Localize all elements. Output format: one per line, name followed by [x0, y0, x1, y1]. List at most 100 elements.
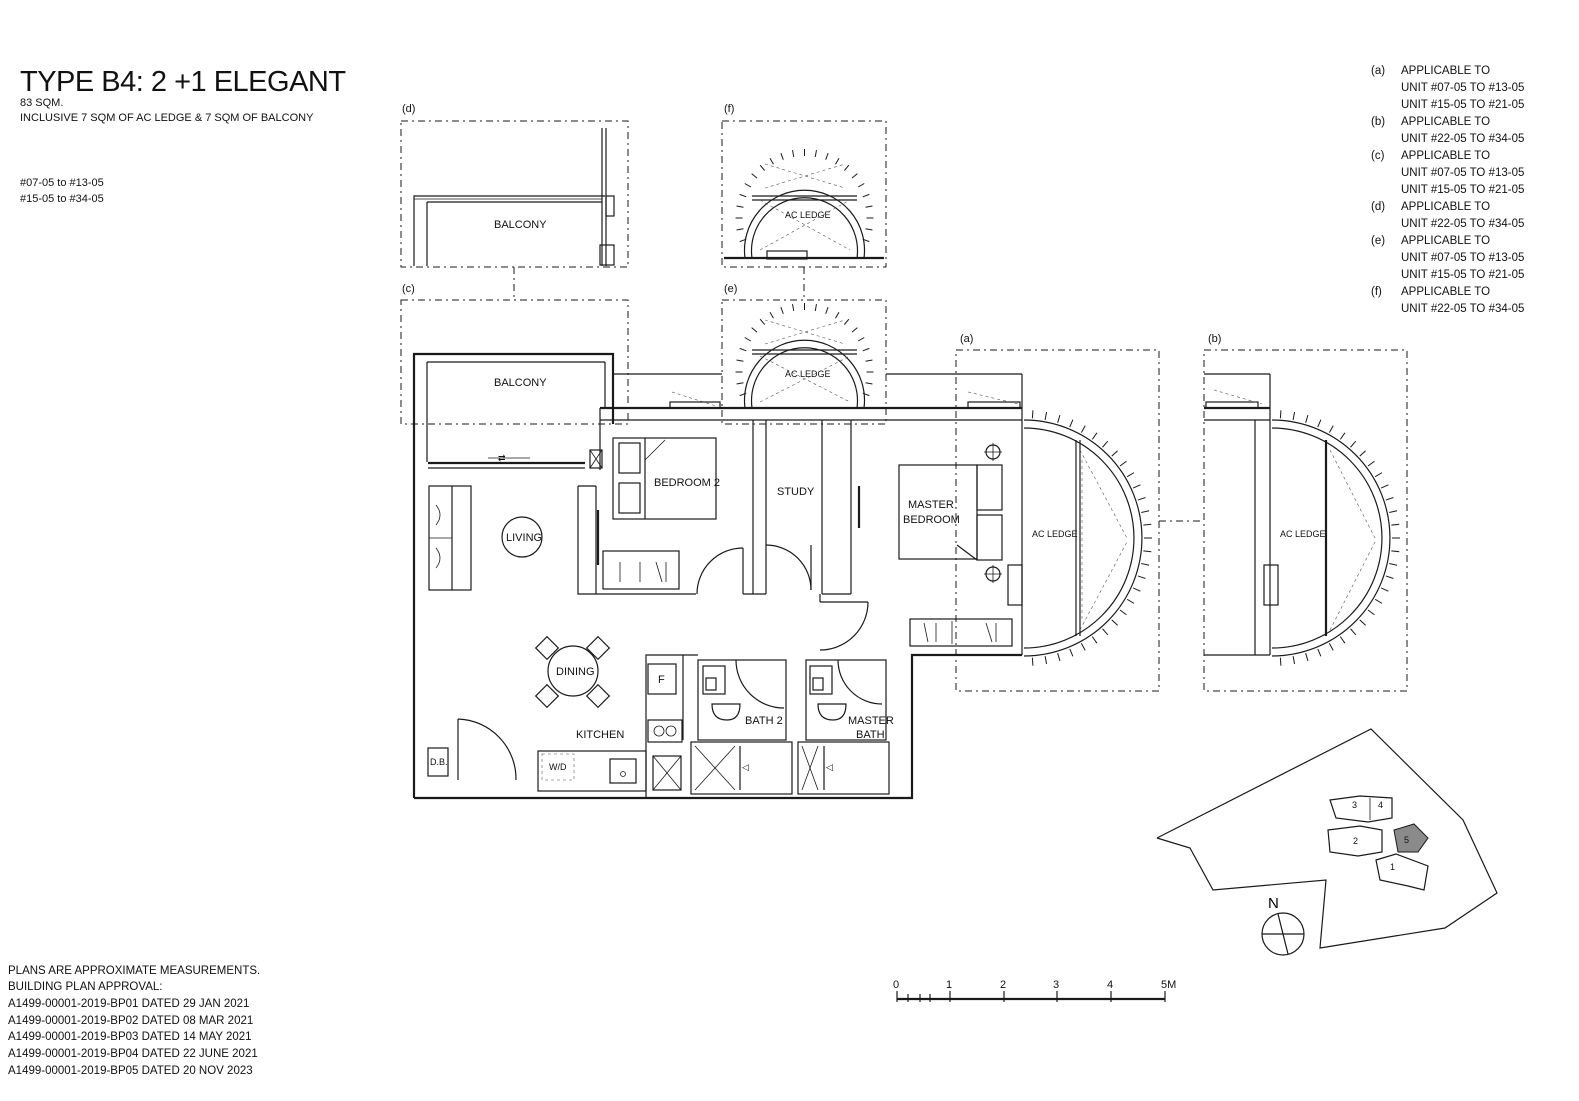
bath2-label: BATH 2 [745, 715, 783, 727]
ledge-fin-tick [1111, 619, 1118, 626]
ledge-fin-tick [1305, 414, 1309, 423]
option-f-ac-ledge: (f) AC LEDGE [721, 103, 887, 268]
ledge-fin-tick [780, 152, 784, 160]
unit-walls: BALCONY ⇄ BEDROOM [412, 352, 1023, 800]
ledge-fin-tick [1091, 636, 1098, 644]
ledge-fin-tick [843, 318, 850, 325]
svg-text:◁: ◁ [742, 762, 749, 772]
ledge-fin-tick [857, 337, 865, 342]
ledge-fin-tick [862, 392, 870, 397]
study-label: STUDY [777, 486, 815, 498]
scale-tick-0: 0 [893, 979, 899, 991]
svg-text:◁: ◁ [826, 762, 833, 772]
unit-range-2: #15-05 to #34-05 [20, 193, 104, 205]
balcony-label-c: BALCONY [494, 377, 547, 389]
ledge-fin-tick [736, 205, 744, 208]
ledge-fin-tick [865, 205, 873, 208]
ledge-fin-tick [825, 152, 829, 160]
ledge-fin-tick [1385, 497, 1394, 501]
ledge-fin-tick [835, 311, 840, 319]
ledge-fin-tick [736, 359, 744, 362]
ledge-fin-tick [1080, 425, 1086, 433]
kitchen-label: KITCHEN [576, 729, 624, 741]
ledge-fin-tick [1374, 472, 1383, 478]
ledge-fin-tick [1102, 440, 1109, 448]
ledge-fin-tick [1044, 656, 1048, 665]
ledge-fin-tick [1279, 657, 1282, 666]
ledge-fin-tick [1292, 411, 1296, 420]
scale-bar: 0 1 2 3 4 5M [893, 979, 1176, 1002]
master-bedroom-label-1: MASTER [908, 499, 954, 511]
ledge-fin-tick [736, 382, 744, 385]
plan-title: TYPE B4: 2 +1 ELEGANT [20, 66, 346, 98]
option-c-frame [400, 299, 629, 425]
ledge-fin-tick [1057, 414, 1061, 423]
ledge-fin-tick [1339, 636, 1346, 644]
site-key-plan: 3 4 2 5 1 N [1156, 728, 1498, 956]
option-label-a: (a) [960, 333, 973, 345]
master-bath-label-2: BATH [856, 729, 885, 741]
ledge-fin-tick [1132, 484, 1141, 489]
option-legend: (a) APPLICABLE TO UNIT #07-05 TO #13-05 … [1371, 65, 1525, 315]
ledge-fin-tick [1367, 609, 1375, 616]
ledge-fin-tick [744, 183, 752, 188]
ledge-fin-tick [1119, 609, 1127, 616]
ledge-fin-tick [814, 149, 817, 158]
ledge-fin-tick [739, 392, 747, 397]
master-bedroom-label-2: BEDROOM [903, 514, 960, 526]
ac-ledge-label-a: AC LEDGE [1032, 529, 1078, 539]
note-approval-bp04: A1499-00001-2019-BP04 DATED 22 JUNE 2021 [8, 1048, 258, 1060]
note-approval-bp01: A1499-00001-2019-BP01 DATED 29 JAN 2021 [8, 998, 250, 1010]
ledge-fin-tick [1350, 440, 1357, 448]
option-b-ac-ledge: (b) AC LEDGE [1203, 333, 1408, 692]
fridge-label: F [658, 674, 665, 686]
ledge-fin-tick [1031, 657, 1034, 666]
option-a-ac-ledge: (a) AC LEDGE [955, 333, 1160, 692]
ledge-fin-tick [759, 164, 766, 171]
ledge-fin-tick [769, 157, 774, 165]
wd-label: W/D [549, 762, 567, 772]
scale-tick-2: 2 [1000, 979, 1006, 991]
db-label: D.B. [430, 757, 448, 767]
ledge-fin-tick [1111, 450, 1118, 457]
ledge-fin-tick [792, 149, 795, 158]
ledge-fin-tick [1143, 523, 1152, 526]
ledge-fin-tick [1380, 484, 1389, 489]
ledge-fin-tick [1359, 450, 1366, 457]
scale-tick-1: 1 [946, 979, 952, 991]
ledge-fin-tick [1069, 648, 1074, 657]
unit-range-1: #07-05 to #13-05 [20, 177, 104, 189]
note-approval-bp02: A1499-00001-2019-BP02 DATED 08 MAR 2021 [8, 1015, 254, 1027]
ledge-fin-tick [1044, 411, 1048, 420]
ledge-fin-tick [1391, 550, 1400, 553]
site-block-5-highlight [1393, 823, 1429, 853]
ledge-fin-tick [769, 311, 774, 319]
ledge-fin-tick [862, 238, 870, 243]
ledge-fin-tick [759, 318, 766, 325]
ledge-fin-tick [865, 228, 873, 231]
site-block-1: 1 [1390, 862, 1395, 872]
ledge-fin-tick [825, 306, 829, 314]
option-e-ac-ledge: (e) AC LEDGE [721, 283, 887, 425]
option-label-b: (b) [1208, 333, 1221, 345]
ledge-fin-tick [865, 359, 873, 362]
ledge-fin-tick [1141, 563, 1150, 566]
ledge-fin-tick [792, 303, 795, 312]
ledge-fin-tick [1389, 510, 1398, 513]
ledge-fin-tick [857, 183, 865, 188]
dining-label: DINING [556, 666, 595, 678]
site-block-2: 2 [1353, 836, 1358, 846]
ac-ledge-label-b: AC LEDGE [1280, 529, 1326, 539]
option-label-e: (e) [724, 283, 737, 295]
ledge-fin-tick [1031, 410, 1034, 419]
ledge-fin-tick [744, 337, 752, 342]
ledge-fin-tick [862, 347, 870, 352]
ledge-fin-tick [1080, 643, 1086, 651]
ac-ledge-label-f: AC LEDGE [785, 210, 831, 220]
bedroom2-label: BEDROOM 2 [654, 477, 720, 489]
ledge-fin-tick [736, 228, 744, 231]
ledge-fin-tick [1126, 598, 1135, 604]
ledge-fin-tick [814, 303, 817, 312]
ledge-fin-tick [1137, 575, 1146, 579]
ledge-fin-tick [1292, 656, 1296, 665]
